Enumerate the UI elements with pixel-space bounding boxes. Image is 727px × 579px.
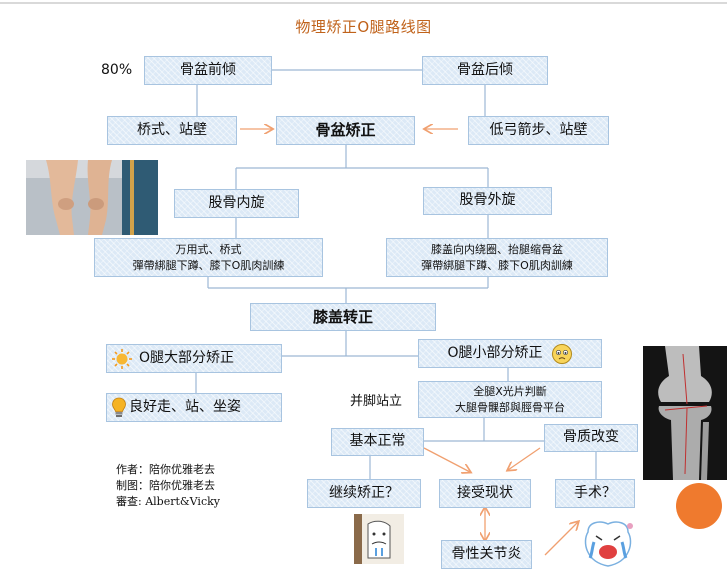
legs-photo-art	[26, 160, 158, 235]
node-knee-correction: 膝盖转正	[250, 303, 436, 331]
credit-review: 審查: Albert&Vicky	[116, 495, 220, 508]
external-ex-line1: 膝盖向内绕圈、抬腿缩骨盆	[430, 242, 563, 256]
crying-face-art	[584, 521, 633, 567]
arrow-arthritis-to-surgery	[544, 522, 578, 556]
node-bone-change: 骨质改变	[544, 424, 638, 452]
node-continue-correction: 继续矫正？	[307, 479, 421, 508]
arrow-bone-to-accept	[508, 447, 541, 470]
node-osteoarthritis: 骨性关节炎	[441, 540, 532, 569]
node-basically-normal: 基本正常	[331, 428, 424, 456]
external-ex-line2: 彈帶綁腿下蹲、膝下O肌肉訓練	[421, 258, 573, 272]
node-posterior-tilt: 骨盆后倾	[422, 56, 548, 85]
node-xray: 全腿X光片判斷 大腿骨髁部與脛骨平台	[418, 381, 602, 418]
internal-ex-line2: 彈帶綁腿下蹲、膝下O肌肉訓練	[132, 258, 285, 272]
credit-illustration: 制图：陪你优雅老去	[116, 479, 215, 492]
worried-face-icon	[551, 343, 572, 364]
most-corrected-label: O腿大部分矫正	[139, 349, 235, 366]
xray-line1: 全腿X光片判斷	[473, 384, 547, 398]
node-femur-external: 股骨外旋	[423, 187, 552, 215]
xray-image-art	[643, 346, 727, 480]
internal-ex-line1: 万用式、桥式	[175, 242, 242, 256]
credit-author: 作者：陪你优雅老去	[116, 463, 215, 476]
arrow-normal-to-accept	[423, 447, 470, 472]
page-title: 物理矫正O腿路线图	[295, 18, 432, 36]
accent-dot	[676, 483, 722, 529]
node-anterior-tilt: 骨盆前倾	[144, 56, 272, 85]
legs-photo	[26, 160, 158, 235]
lightbulb-icon	[112, 397, 126, 417]
node-bridge-wall: 桥式、站壁	[107, 116, 237, 145]
sun-icon	[112, 348, 132, 369]
xray-line2: 大腿骨髁部與脛骨平台	[455, 400, 565, 414]
feet-together-label: 并脚站立	[350, 394, 403, 409]
node-internal-exercises: 万用式、桥式 彈帶綁腿下蹲、膝下O肌肉訓練	[94, 238, 323, 277]
cartoon-figure-art	[354, 514, 404, 564]
node-most-corrected: O腿大部分矫正	[106, 344, 282, 373]
node-surgery: 手术？	[555, 479, 635, 508]
node-femur-internal: 股骨内旋	[174, 189, 299, 218]
credits: 作者：陪你优雅老去 制图：陪你优雅老去 審查: Albert&Vicky	[116, 462, 220, 510]
node-partly-corrected: O腿小部分矫正	[418, 339, 602, 368]
good-habits-label: 良好走、站、坐姿	[129, 398, 241, 415]
node-accept-status: 接受现状	[439, 479, 531, 508]
percent-label: 80%	[101, 62, 133, 78]
crying-face-icon	[578, 518, 638, 570]
node-pelvis-correction: 骨盆矫正	[276, 116, 415, 145]
cartoon-figure	[354, 514, 404, 564]
node-low-bow-wall: 低弓箭步、站壁	[468, 116, 609, 145]
node-external-exercises: 膝盖向内绕圈、抬腿缩骨盆 彈帶綁腿下蹲、膝下O肌肉訓練	[386, 238, 608, 277]
node-good-habits: 良好走、站、坐姿	[106, 393, 282, 422]
partly-corrected-label: O腿小部分矫正	[447, 344, 543, 361]
top-rule	[0, 2, 727, 4]
xray-image	[643, 346, 727, 480]
